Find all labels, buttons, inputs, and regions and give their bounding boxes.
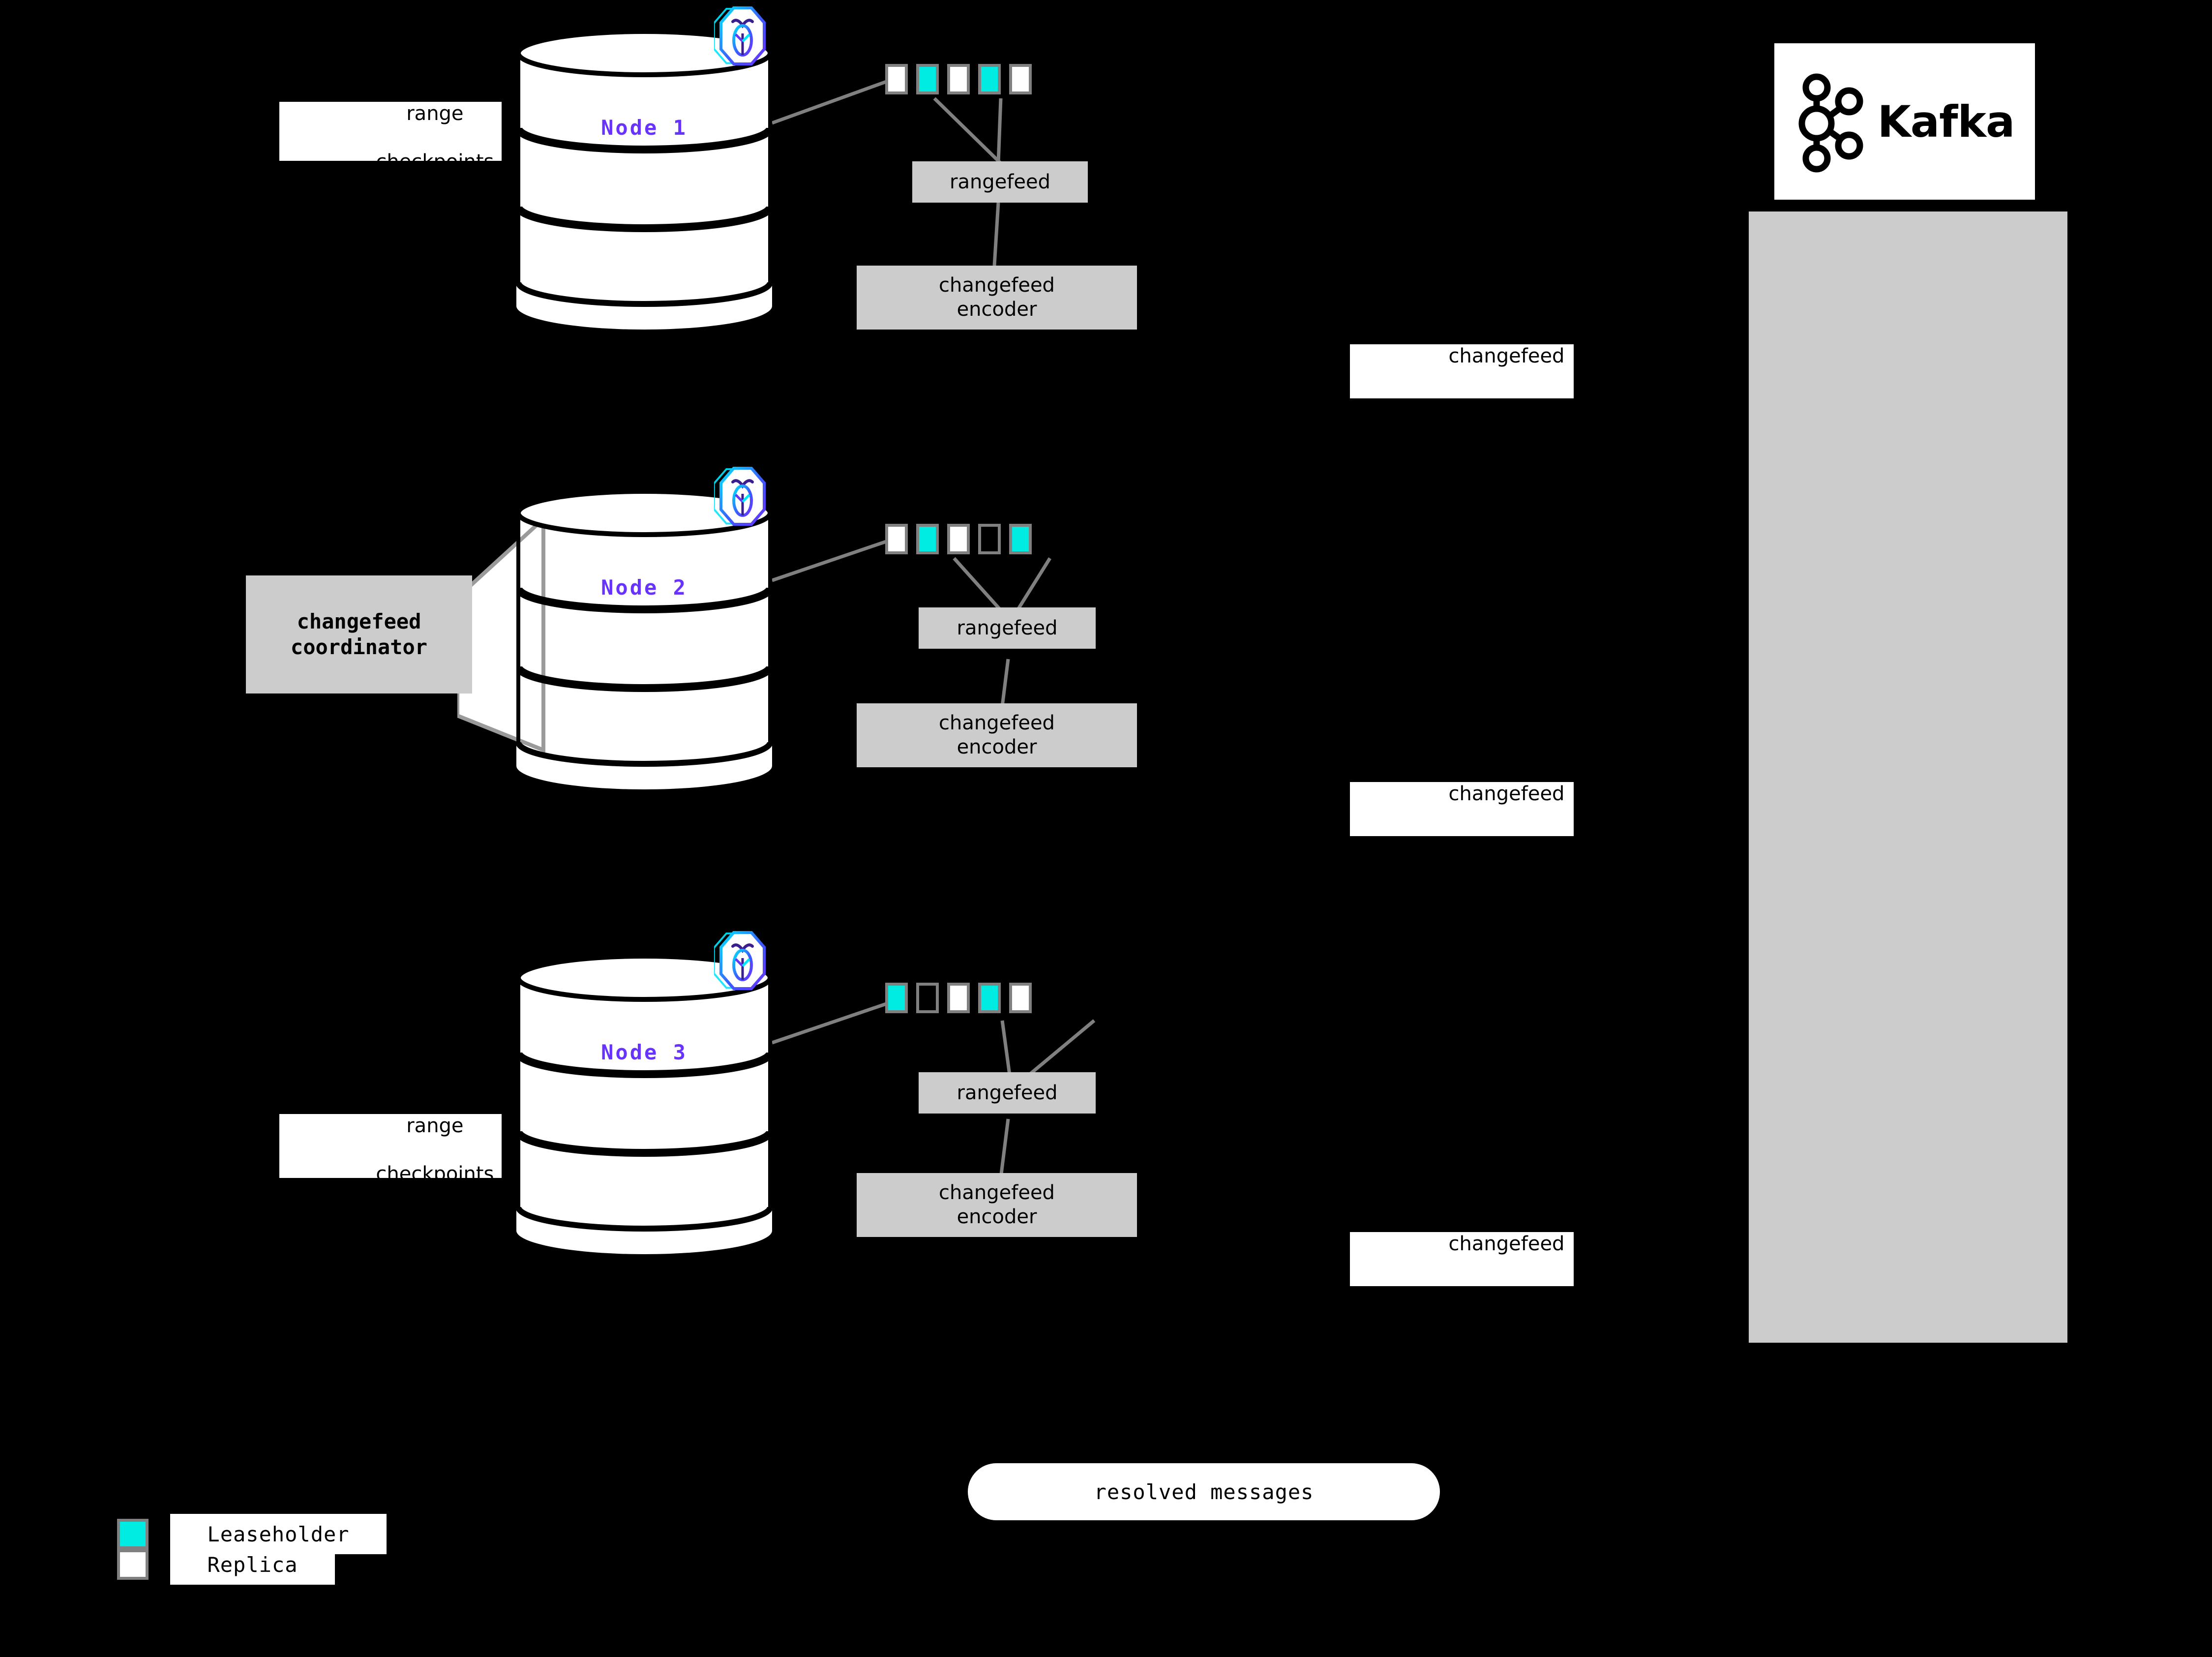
rc3-line1: range [406,1115,464,1137]
msg3-line1: changefeed [1448,1233,1565,1255]
legend-row-replica: Replica [117,1544,335,1585]
leaseholder-box[interactable] [978,983,1001,1013]
node-1-range-checkpoints-label: range checkpoints [279,102,502,173]
cylinder-body [516,978,772,1231]
node-1-cylinder: Node 1 [516,30,772,330]
msg3-line2: messages [1457,1280,1556,1303]
node-2-changefeed-messages-label: changefeed messages [1350,782,1574,853]
replica-swatch [117,1549,149,1580]
cockroachdb-hexagon-logo [713,931,768,991]
leaseholder-box[interactable] [885,983,908,1013]
encoder-line1: changefeed [939,712,1055,735]
kafka-logo-panel: Kafka [1774,43,2035,200]
node-2-cylinder: Node 2 [516,489,772,789]
replica-box[interactable] [947,524,970,554]
encoder-line1: changefeed [939,1181,1055,1205]
node-3-replicas [885,983,1032,1013]
msg2-line1: changefeed [1448,783,1565,805]
empty-range-box[interactable] [978,524,1001,554]
coordinator-line1: changefeed [297,609,421,633]
encoder-line2: encoder [957,1205,1037,1228]
replica-box[interactable] [885,524,908,554]
replica-box[interactable] [947,64,970,94]
leaseholder-box[interactable] [1009,524,1032,554]
node-3-changefeed-messages-label: changefeed messages [1350,1232,1574,1303]
kafka-logo [1798,73,1863,173]
node-1-replicas [885,64,1032,94]
rc1-line2: checkpoints [376,150,494,173]
changefeed-coordinator-box[interactable]: changefeed coordinator [246,575,472,693]
node-3-range-checkpoints-label: range checkpoints [279,1114,502,1185]
node-3-rangefeed-box[interactable]: rangefeed [919,1072,1096,1114]
node-1-label: Node 1 [601,116,688,140]
replica-box[interactable] [885,64,908,94]
coordinator-line2: coordinator [290,635,428,659]
kafka-wordmark: Kafka [1877,96,2015,147]
replica-box[interactable] [1009,983,1032,1013]
legend-label-replica: Replica [170,1544,335,1585]
encoder-line2: encoder [957,298,1037,321]
leaseholder-box[interactable] [916,64,939,94]
cockroachdb-hexagon-logo [713,6,768,66]
node-3-changefeed-encoder-box[interactable]: changefeed encoder [857,1173,1137,1237]
node-1-changefeed-messages-label: changefeed messages [1350,344,1574,416]
node-3-cylinder: Node 3 [516,954,772,1254]
node-2-label: Node 2 [601,575,688,600]
resolved-messages-pill: resolved messages [968,1463,1440,1520]
empty-range-box[interactable] [916,983,939,1013]
encoder-line1: changefeed [939,274,1055,297]
legend: Leaseholder Replica [117,1514,412,1602]
node-3-label: Node 3 [601,1040,688,1064]
msg1-line2: messages [1457,392,1556,416]
msg1-line1: changefeed [1448,345,1565,367]
cockroachdb-hexagon-logo [713,466,768,526]
node-1-changefeed-encoder-box[interactable]: changefeed encoder [857,266,1137,330]
cylinder-body [516,53,772,306]
leaseholder-box[interactable] [916,524,939,554]
replica-box[interactable] [947,983,970,1013]
encoder-line2: encoder [957,736,1037,758]
kafka-broker-panel [1749,211,2067,1343]
node-1-rangefeed-box[interactable]: rangefeed [912,161,1088,203]
replica-box[interactable] [1009,64,1032,94]
leaseholder-swatch [117,1519,149,1549]
node-2-changefeed-encoder-box[interactable]: changefeed encoder [857,703,1137,767]
node-2-replicas [885,524,1032,554]
coordinator-wedge [457,519,545,753]
rc3-line2: checkpoints [376,1162,494,1185]
cylinder-body [516,513,772,766]
node-2-rangefeed-box[interactable]: rangefeed [919,607,1096,649]
rc1-line1: range [406,102,464,125]
leaseholder-box[interactable] [978,64,1001,94]
msg2-line2: messages [1457,830,1556,853]
